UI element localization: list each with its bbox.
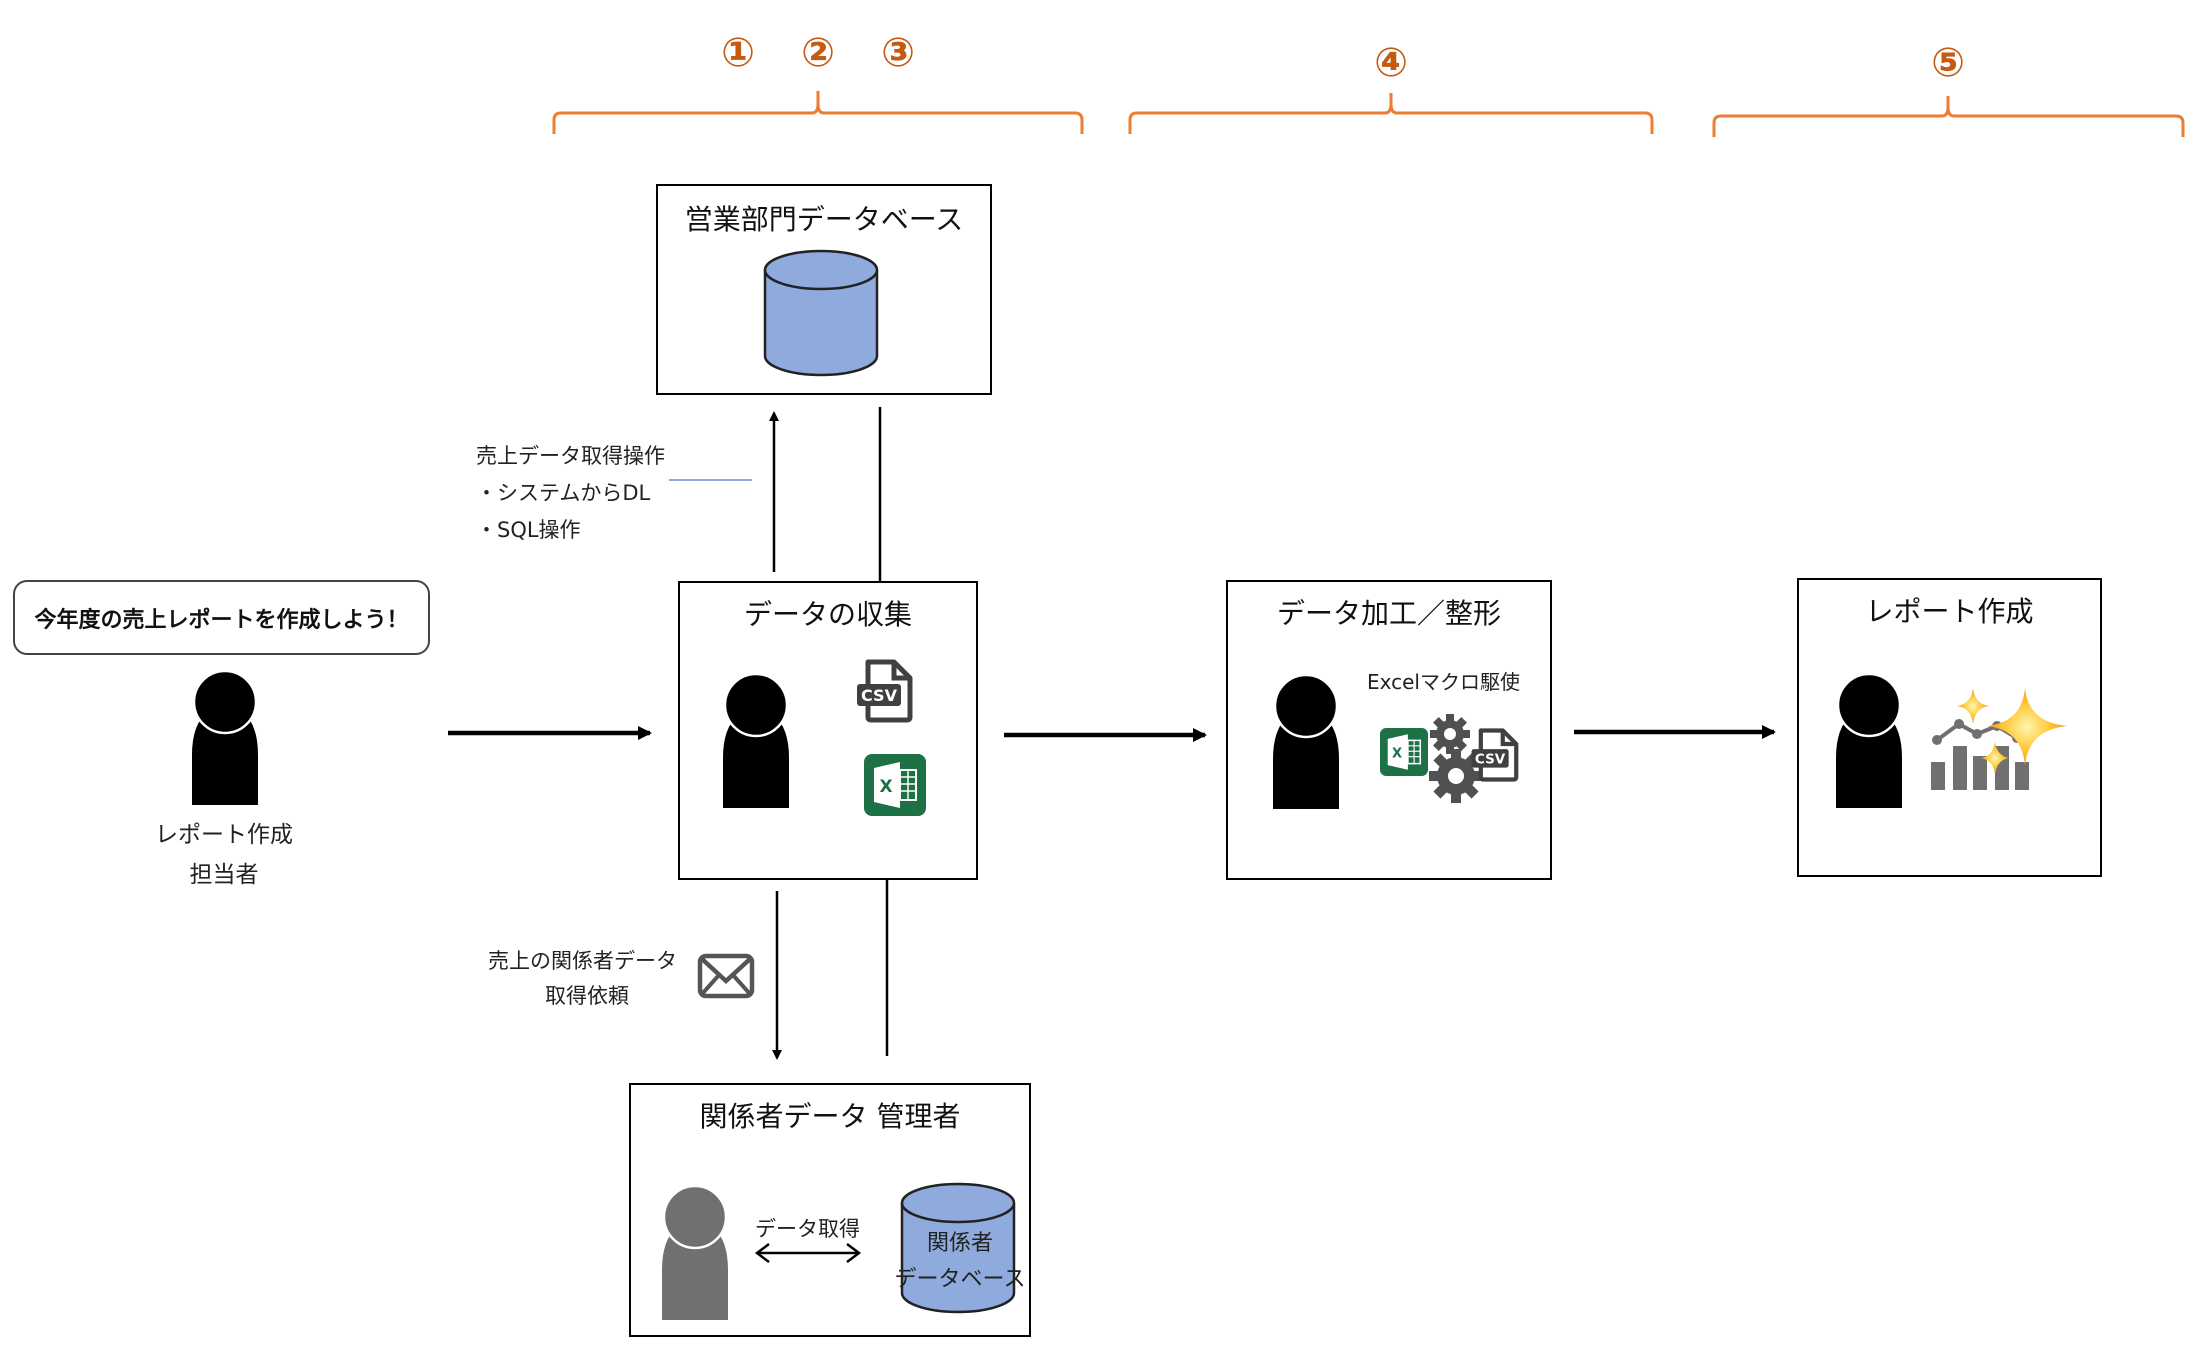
csv-label: CSV	[861, 686, 898, 705]
sales-fetch-note-item-1: ・システムからDL	[476, 481, 651, 505]
request-note-line2: 取得依頼	[545, 984, 629, 1008]
sparkle-large	[1987, 688, 2067, 766]
step-number-4: ④	[1374, 40, 1408, 86]
request-note-line1: 売上の関係者データ	[488, 949, 677, 973]
speech-text: 今年度の売上レポートを作成しよう！	[34, 607, 409, 633]
bracket-step-4	[1128, 93, 1654, 134]
data-collection-box: データの収集 CSV X	[678, 581, 978, 880]
step-number-3: ③	[881, 30, 915, 76]
person-icon	[1273, 674, 1339, 809]
person-icon	[1836, 673, 1902, 808]
csv-file-icon: CSV	[857, 659, 913, 723]
excel-macro-note: Excelマクロ駆使	[1367, 670, 1520, 694]
sales-database-title: 営業部門データベース	[684, 203, 964, 236]
data-manager-title: 関係者データ 管理者	[699, 1100, 961, 1133]
sales-fetch-note-item-2: ・SQL操作	[476, 518, 581, 542]
related-db-line2: データベース	[894, 1267, 1026, 1292]
step-number-1: ①	[721, 30, 755, 76]
excel-icon: X	[1380, 728, 1428, 776]
csv-label: CSV	[1475, 751, 1506, 767]
sales-fetch-note-title: 売上データ取得操作	[476, 444, 665, 468]
related-db-line1: 関係者	[926, 1231, 994, 1256]
step-number-2: ②	[801, 30, 835, 76]
person-icon	[192, 670, 258, 805]
sales-database-box: 営業部門データベース	[656, 184, 992, 395]
database-icon	[900, 1182, 1016, 1314]
excel-icon: X	[864, 754, 926, 816]
gears-icon	[1429, 714, 1483, 803]
sparkle-tiny	[1981, 742, 2009, 774]
report-creation-box: レポート作成	[1797, 578, 2102, 877]
requester-role-line2: 担当者	[189, 862, 259, 888]
speech-bubble: 今年度の売上レポートを作成しよう！	[13, 580, 430, 655]
data-fetch-label: データ取得	[755, 1217, 860, 1241]
mail-icon	[697, 953, 755, 999]
bidirectional-arrow	[754, 1243, 862, 1263]
database-icon	[763, 249, 879, 377]
sparkle-small	[1957, 688, 1989, 724]
data-processing-box: データ加工／整形 Excelマクロ駆使 X	[1226, 580, 1552, 880]
bar-chart-icon	[1931, 746, 2029, 790]
person-icon-gray	[662, 1185, 728, 1320]
report-chart-sparkle-icon	[1931, 688, 2067, 790]
excel-label: X	[879, 777, 892, 797]
bracket-step-5	[1712, 96, 2185, 137]
bracket-steps-1-3	[552, 91, 1084, 134]
csv-file-icon: CSV	[1471, 728, 1519, 782]
step-number-5: ⑤	[1931, 40, 1965, 86]
data-collection-title: データの収集	[743, 598, 912, 631]
report-creation-title: レポート作成	[1865, 595, 2034, 628]
requester-role-line1: レポート作成	[155, 822, 293, 848]
data-processing-title: データ加工／整形	[1276, 597, 1501, 630]
data-manager-box: 関係者データ 管理者 データ取得 関係者 データベース	[629, 1083, 1031, 1337]
excel-label: X	[1392, 746, 1402, 761]
person-icon	[723, 673, 789, 808]
